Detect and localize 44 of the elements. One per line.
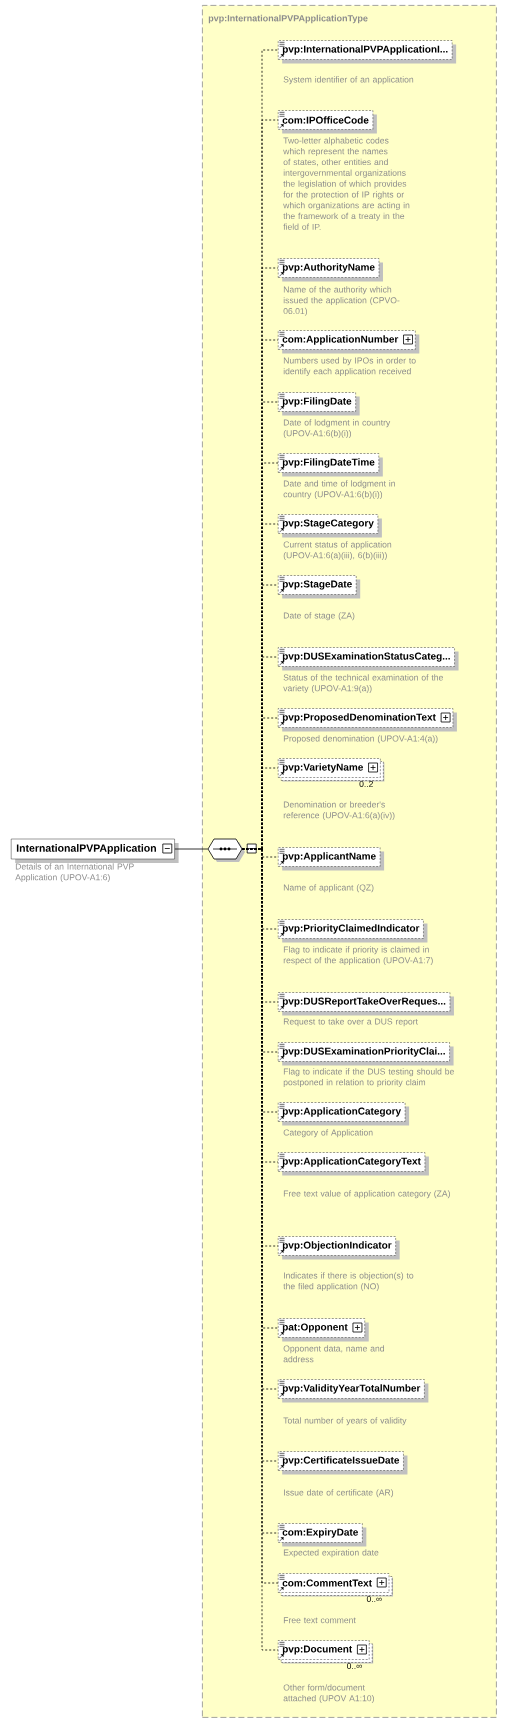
- element-box: com:CommentText: [278, 1573, 394, 1597]
- element-box: pvp:ProposedDenominationText: [278, 708, 457, 732]
- element-box: pvp:InternationalPVPApplicationI...: [278, 40, 457, 64]
- description-text: System identifier of an application: [283, 76, 414, 85]
- element-box: pvp:ApplicationCategory: [278, 1102, 410, 1126]
- element-box: pvp:Document: [278, 1640, 374, 1664]
- description-text: Flag to indicate if the DUS testing should be postponed in relation to priority claim: [283, 1068, 454, 1088]
- element-box: InternationalPVPApplication: [11, 838, 179, 863]
- description-text: Details of an International PVP Application (UPOV-A1:6): [15, 863, 134, 883]
- element-box: pvp:PriorityClaimedIndicator: [278, 919, 428, 943]
- description-text: Free text comment: [283, 1617, 356, 1624]
- description-text: Flag to indicate if priority is claimed in respect of the application (UPOV-A1:7): [283, 946, 433, 966]
- element-box: pvp:DUSExaminationStatusCateg...: [278, 647, 459, 671]
- cardinality-label: 0..∞: [347, 1662, 362, 1669]
- description-text: Numbers used by IPOs in order to identify each application received: [283, 357, 416, 377]
- description-text: Denomination or breeder's reference (UPOV-A1:6(a)(iv)): [283, 801, 395, 820]
- cardinality-label: 0..∞: [366, 1595, 382, 1602]
- description-text: Expected expiration date: [283, 1549, 379, 1558]
- element-box: pvp:VarietyName: [278, 758, 385, 782]
- description-text: Name of the authority which issued the application (CPVO- 06.01): [283, 286, 400, 316]
- element-box: pvp:StageCategory: [278, 514, 382, 538]
- description-text: Status of the technical examination of the variety (UPOV-A1:9(a)): [283, 674, 443, 694]
- description-text: Other form/document attached (UPOV A1:10): [283, 1684, 374, 1703]
- element-box: pvp:ValidityYearTotalNumber: [278, 1379, 429, 1403]
- element-box: pvp:DUSExaminationPriorityClai...: [278, 1042, 454, 1066]
- description-text: Total number of years of validity: [283, 1417, 407, 1426]
- description-text: Date of lodgment in country (UPOV-A1:6(b)(i)): [283, 419, 391, 438]
- cardinality-label: 0..2: [359, 780, 373, 787]
- element-box: pvp:DUSReportTakeOverReques...: [278, 992, 454, 1016]
- description-text: Two-letter alphabetic codes which represent the names of states, other entities and intergovernmental organizations the legislation of which provides for the protection of IP rights or which organizations are acting in the framework of a treaty in the field of IP.: [283, 137, 410, 230]
- element-box: pvp:CertificateIssueDate: [278, 1451, 408, 1475]
- description-text: Request to take over a DUS report: [283, 1018, 418, 1027]
- description-text: Date and time of lodgment in country (UPOV-A1:6(b)(i)): [283, 480, 395, 500]
- description-text: Category of Application: [283, 1129, 373, 1138]
- connector-line: [174, 848, 209, 850]
- description-text: Opponent data, name and address: [283, 1345, 384, 1363]
- description-text: Date of stage (ZA): [283, 612, 355, 621]
- element-box: pvp:ApplicationCategoryText: [278, 1152, 429, 1176]
- description-text: Issue date of certificate (AR): [284, 1489, 394, 1498]
- description-text: Proposed denomination (UPOV-A1:4(a)): [283, 735, 438, 744]
- description-text: Current status of application (UPOV-A1:6(a)(iii), 6(b)(iii)): [283, 541, 392, 560]
- description-text: Name of applicant (QZ): [283, 884, 374, 893]
- description-text: Free text value of application category (ZA): [283, 1190, 450, 1199]
- description-text: Indicates if there is objection(s) to the filed application (NO): [283, 1272, 414, 1292]
